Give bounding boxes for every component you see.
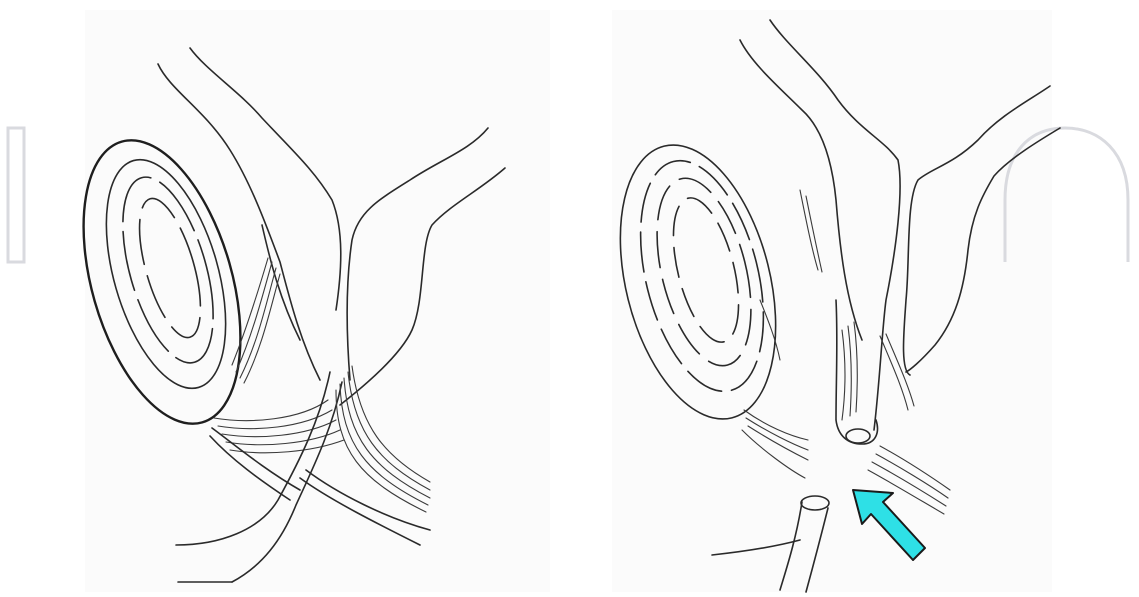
watermark	[8, 128, 1128, 262]
right-lower-stump	[712, 496, 829, 592]
right-upper-tube	[740, 20, 900, 444]
arrow-indicator	[853, 490, 925, 560]
right-fiber-bundles	[742, 190, 914, 478]
right-illustration	[594, 20, 1060, 592]
left-right-duct	[340, 128, 505, 405]
left-long-strands	[300, 366, 430, 545]
right-right-duct	[904, 86, 1061, 375]
left-oval-structure	[54, 122, 269, 441]
left-illustration	[54, 48, 505, 582]
right-oval-structure	[594, 129, 801, 436]
